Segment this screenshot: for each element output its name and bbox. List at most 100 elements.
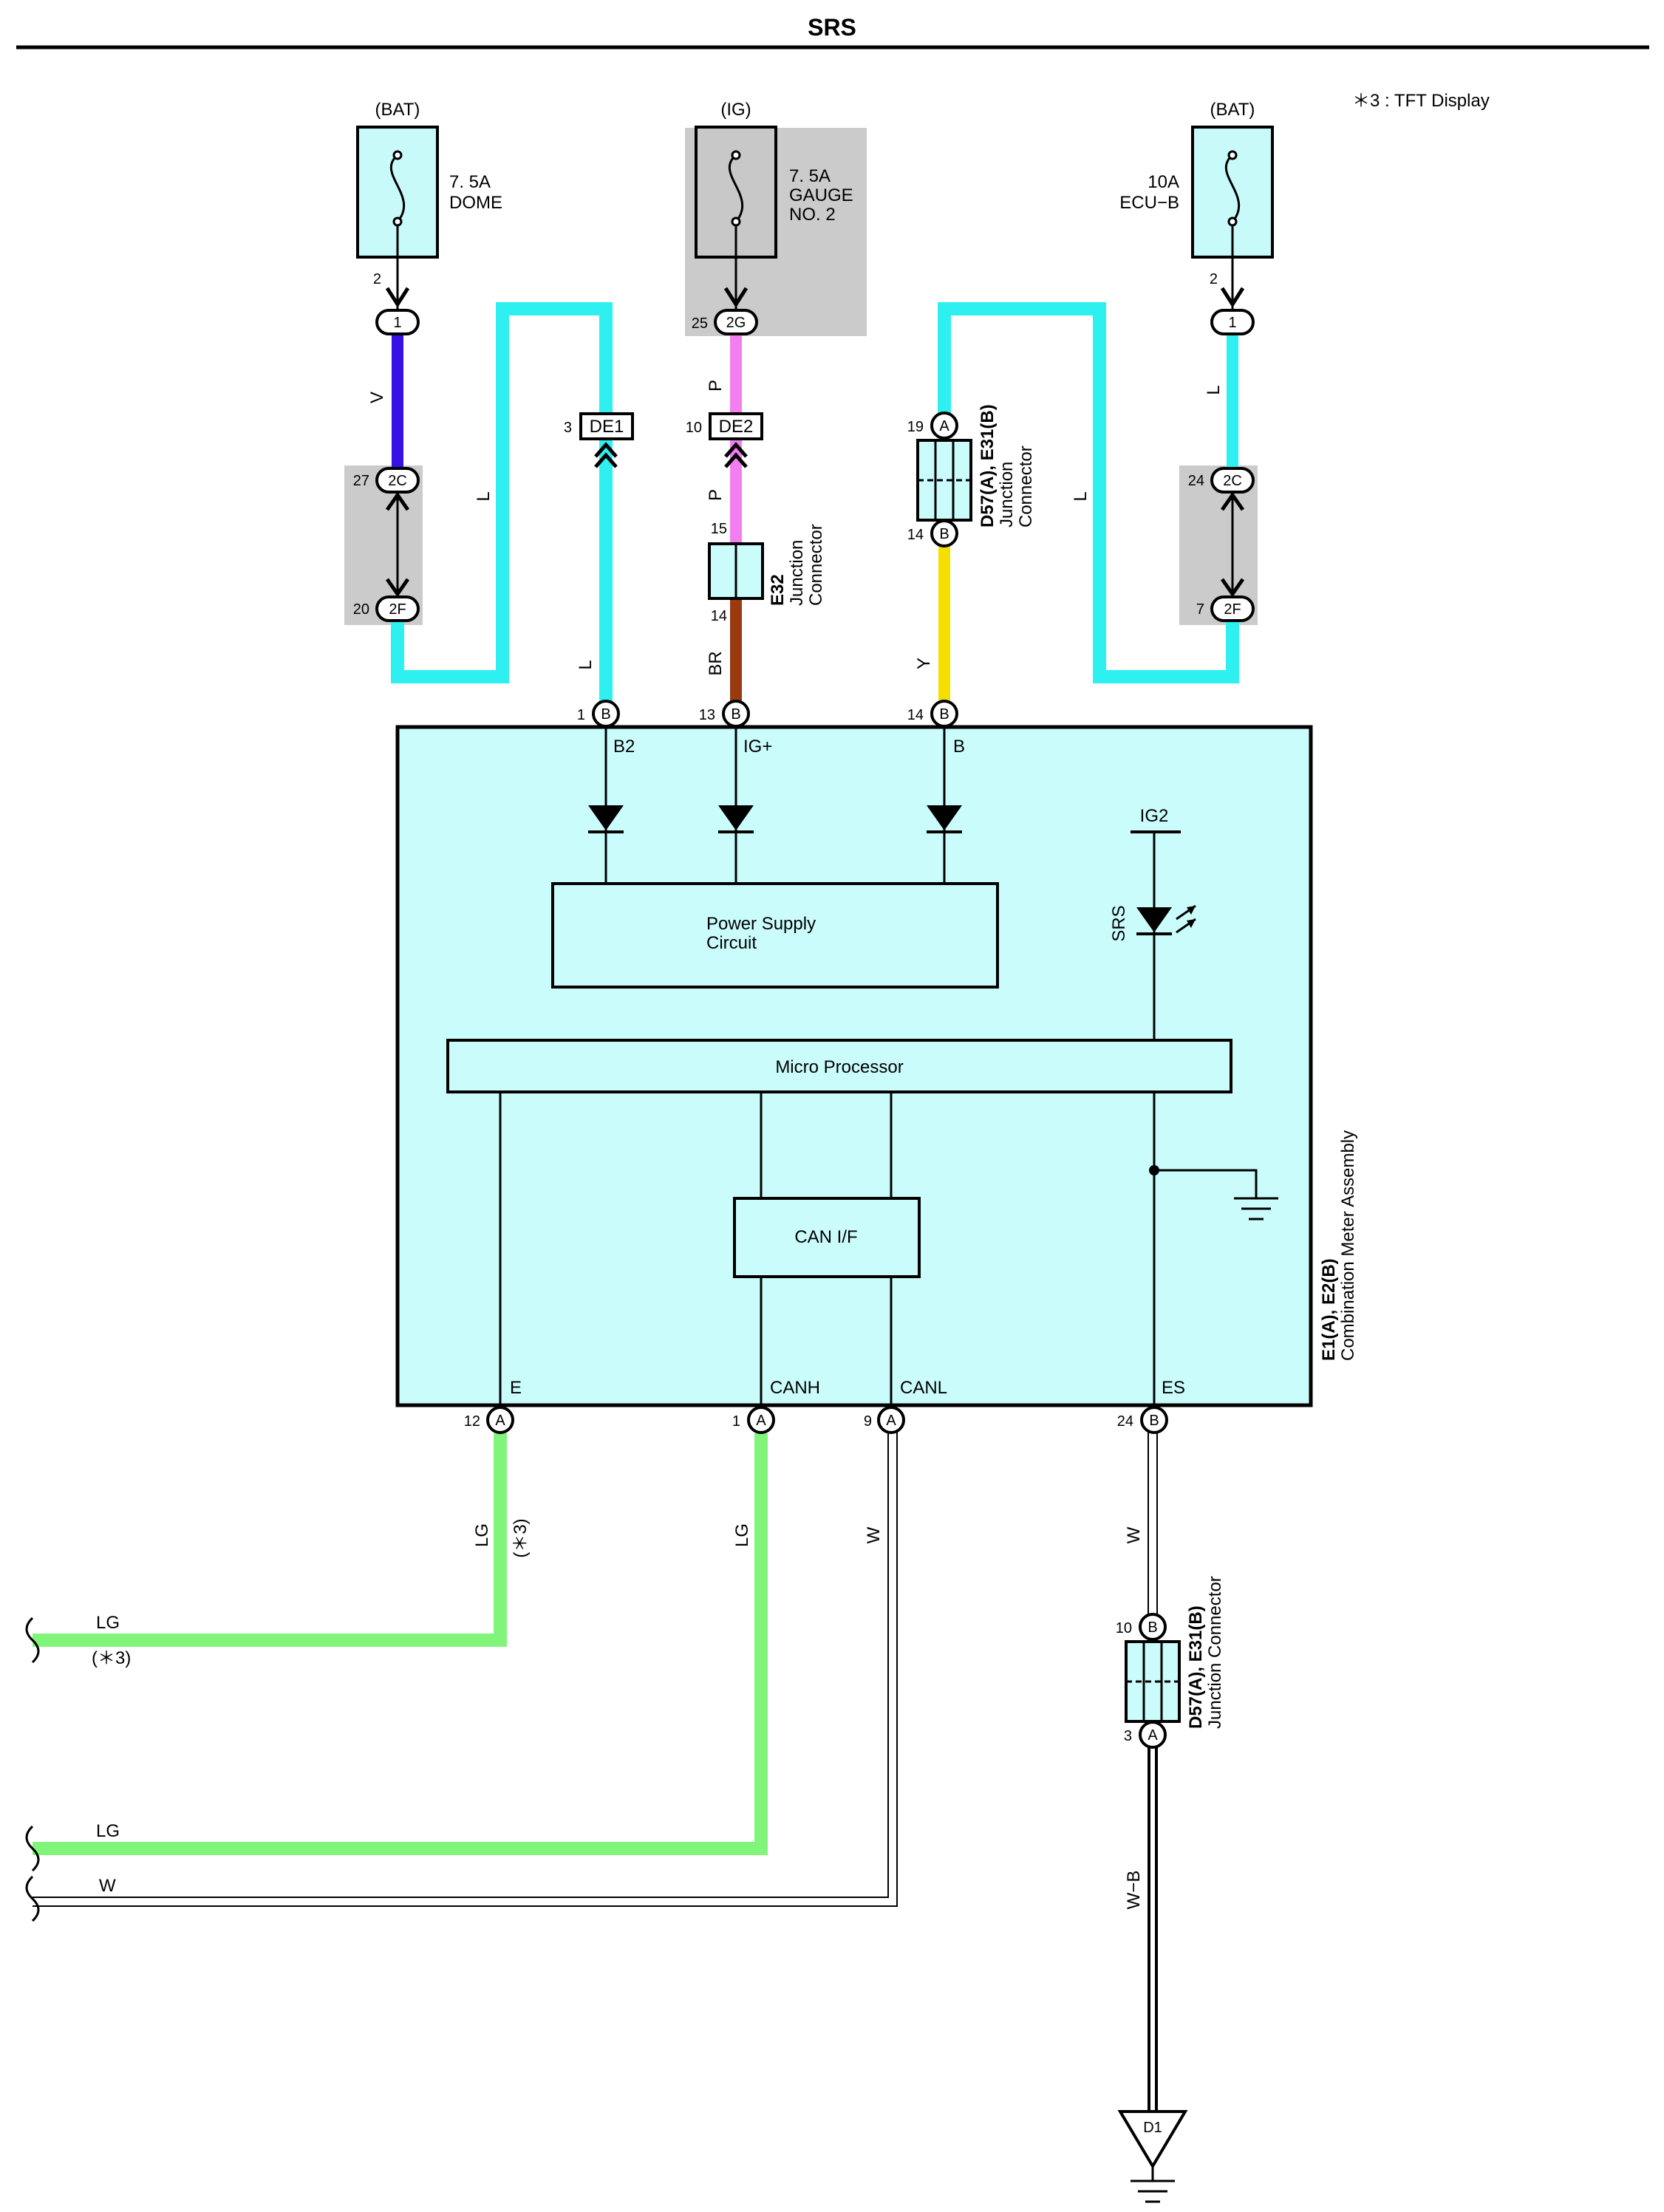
fuse-gauge-pin: 25 [692,315,708,332]
ground-d1-icon: D1 [1117,2110,1188,2203]
label-y: Y [914,658,934,669]
fuse-dome: (BAT) 7. 5A DOME 2 1 [356,100,502,335]
svg-text:CAN I/F: CAN I/F [794,1227,857,1247]
label-w-1: W [864,1526,884,1543]
fuse-dome-source: (BAT) [375,100,420,120]
svg-text:Connector: Connector [806,524,826,606]
meter-pin-es: B 24 [1117,1406,1168,1434]
meter-pin-b: B 14 B [907,700,965,757]
label-l-2: L [576,660,596,669]
fuse-gauge: (IG) 7. 5A GAUGE NO. 2 25 2G [692,100,853,335]
can-interface [733,1197,921,1278]
svg-text:ES: ES [1162,1378,1185,1398]
svg-text:A: A [756,1413,766,1429]
meter-ground-icon [1149,1165,1278,1221]
svg-text:14: 14 [907,707,924,723]
svg-text:B: B [953,737,965,757]
svg-text:24: 24 [1188,473,1204,489]
fuse-ecu-b-symbol [1224,154,1241,222]
svg-text:B: B [1148,1619,1157,1636]
fuse-ecu-b-rating: 10A [1148,172,1179,192]
svg-text:2G: 2G [726,315,746,331]
power-supply-circuit [551,882,999,989]
svg-text:A: A [939,418,949,434]
fuse-ecu-b-connector [1210,309,1255,335]
label-p-2: P [706,489,726,501]
label-lg-4: LG [96,1821,120,1841]
label-l-4: L [1204,385,1224,395]
label-l-3: L [1071,491,1091,501]
fuse-dome-name: DOME [449,193,502,213]
break-mark-1 [25,1617,40,1664]
svg-text:IG2: IG2 [1140,806,1169,826]
svg-text:19: 19 [907,419,924,435]
svg-text:2F: 2F [389,601,406,618]
label-lg-3: LG [96,1613,120,1633]
junction-e32: 15 14 E32 Junction Connector [708,521,826,624]
meter-pin-canh: A 1 [732,1406,775,1434]
svg-text:3: 3 [1124,1728,1132,1744]
wire-lg-e [33,1433,507,1647]
label-p-1: P [706,380,726,392]
wire-w-canl [33,1426,896,1905]
fuse-ecu-b: (BAT) 10A ECU−B 2 1 [1119,100,1274,335]
svg-text:DE1: DE1 [590,417,624,437]
svg-text:1: 1 [1228,315,1236,331]
svg-text:15: 15 [711,521,727,537]
svg-text:27: 27 [353,473,369,489]
label-br: BR [706,651,726,675]
svg-text:14: 14 [907,527,924,543]
svg-text:D57(A), E31(B): D57(A), E31(B) [978,404,998,528]
label-lg-1: LG [472,1523,492,1547]
svg-text:Junction Connector: Junction Connector [1205,1576,1225,1729]
diode-icons [588,727,962,884]
fuse-gauge-symbol [728,154,744,222]
meter-desc: Combination Meter Assembly [1338,1130,1358,1361]
svg-text:D57(A), E31(B): D57(A), E31(B) [1186,1605,1206,1729]
svg-text:7: 7 [1196,601,1204,618]
svg-text:B: B [939,526,949,542]
svg-text:B: B [1149,1413,1159,1429]
svg-text:20: 20 [353,601,369,618]
svg-text:12: 12 [464,1413,480,1430]
svg-text:2C: 2C [388,473,407,489]
break-mark-2 [25,1825,40,1872]
e32-name: E32 [768,574,788,606]
junction-d57-top: A 19 B 14 D57(A), E31(B) Junction Connec… [907,404,1036,547]
svg-text:Junction: Junction [787,540,807,606]
svg-text:14: 14 [711,608,727,624]
fuse-dome-rating: 7. 5A [449,172,491,192]
svg-text:SRS: SRS [1109,905,1129,941]
break-mark-3 [25,1875,40,1922]
svg-text:Connector: Connector [1016,446,1036,528]
svg-text:D1: D1 [1143,2120,1162,2136]
fuse-gauge-connector [714,309,758,335]
svg-text:3: 3 [564,420,572,436]
label-l-1: L [474,491,494,501]
svg-text:2C: 2C [1223,473,1242,489]
svg-text:B: B [939,706,949,723]
svg-text:13: 13 [699,707,715,723]
fuse-gauge-extra: NO. 2 [789,205,836,225]
svg-text:10: 10 [1116,1620,1132,1636]
fuse-dome-symbol [389,154,406,222]
left-junction-block: 2C 27 2F 20 [353,467,420,622]
svg-text:10: 10 [686,420,702,436]
fuse-dome-connector [375,309,420,335]
svg-text:CANH: CANH [770,1378,820,1398]
label-star3-2: (＊3) [92,1648,131,1668]
fuse-gauge-name: GAUGE [789,185,853,205]
svg-text:1: 1 [577,707,585,723]
micro-processor [446,1039,1232,1093]
label-w-3: W [99,1876,116,1896]
srs-warning-led: IG2 SRS [1109,806,1196,1040]
svg-text:1: 1 [393,315,401,331]
meter-name: E1(A), E2(B) [1319,1258,1339,1361]
svg-text:A: A [886,1413,896,1429]
svg-text:A: A [495,1413,505,1429]
wire-l-right [938,302,1239,683]
svg-text:CANL: CANL [900,1378,947,1398]
svg-text:DE2: DE2 [719,417,754,437]
label-w-2: W [1124,1526,1144,1543]
